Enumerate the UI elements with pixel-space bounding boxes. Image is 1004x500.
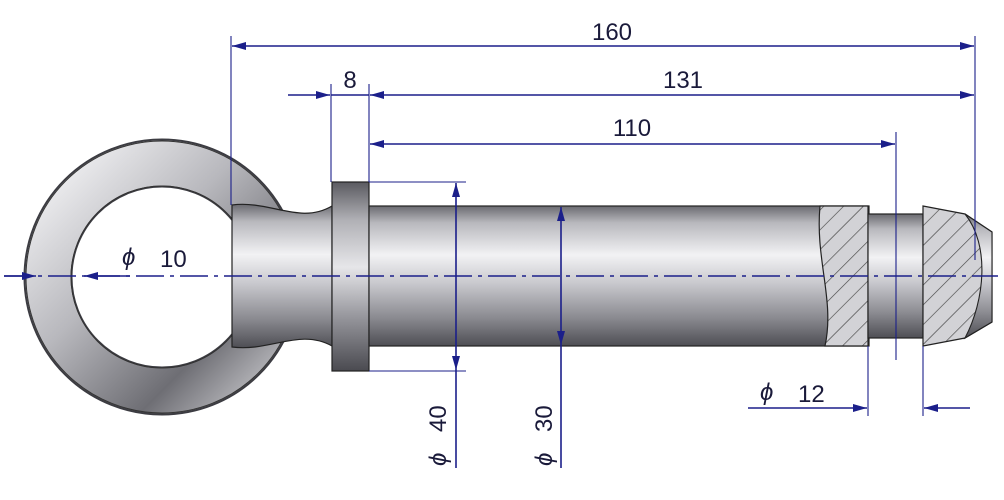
dimension-label-10: 10 bbox=[160, 246, 187, 273]
dimension-shaft-diameter: ϕ 30 bbox=[531, 207, 565, 468]
dimension-label-131: 131 bbox=[663, 67, 703, 94]
dimension-label-8: 8 bbox=[343, 67, 356, 94]
dimension-ring-wire: ϕ 10 bbox=[4, 244, 187, 280]
dimension-label-110: 110 bbox=[613, 115, 651, 142]
dimension-label-30: 30 bbox=[531, 405, 558, 432]
extension-lines bbox=[230, 36, 976, 416]
dimension-label-40: 40 bbox=[425, 405, 452, 432]
diameter-symbol-collar: ϕ bbox=[425, 453, 452, 466]
diameter-symbol-shaft: ϕ bbox=[531, 453, 558, 466]
dimension-collar-diameter: ϕ 40 bbox=[425, 183, 460, 468]
dimension-label-12: 12 bbox=[798, 381, 825, 408]
dimension-collar-width: 8 bbox=[288, 67, 369, 99]
diameter-symbol-ring: ϕ bbox=[122, 244, 135, 271]
dimension-groove-position: 110 bbox=[370, 115, 895, 148]
dimension-groove-diameter: ϕ 12 bbox=[748, 379, 970, 412]
dimension-overall-length: 160 bbox=[232, 19, 974, 50]
dimension-label-160: 160 bbox=[592, 19, 632, 46]
dimension-pin-length: 131 bbox=[370, 67, 974, 99]
diameter-symbol-groove: ϕ bbox=[760, 379, 773, 406]
